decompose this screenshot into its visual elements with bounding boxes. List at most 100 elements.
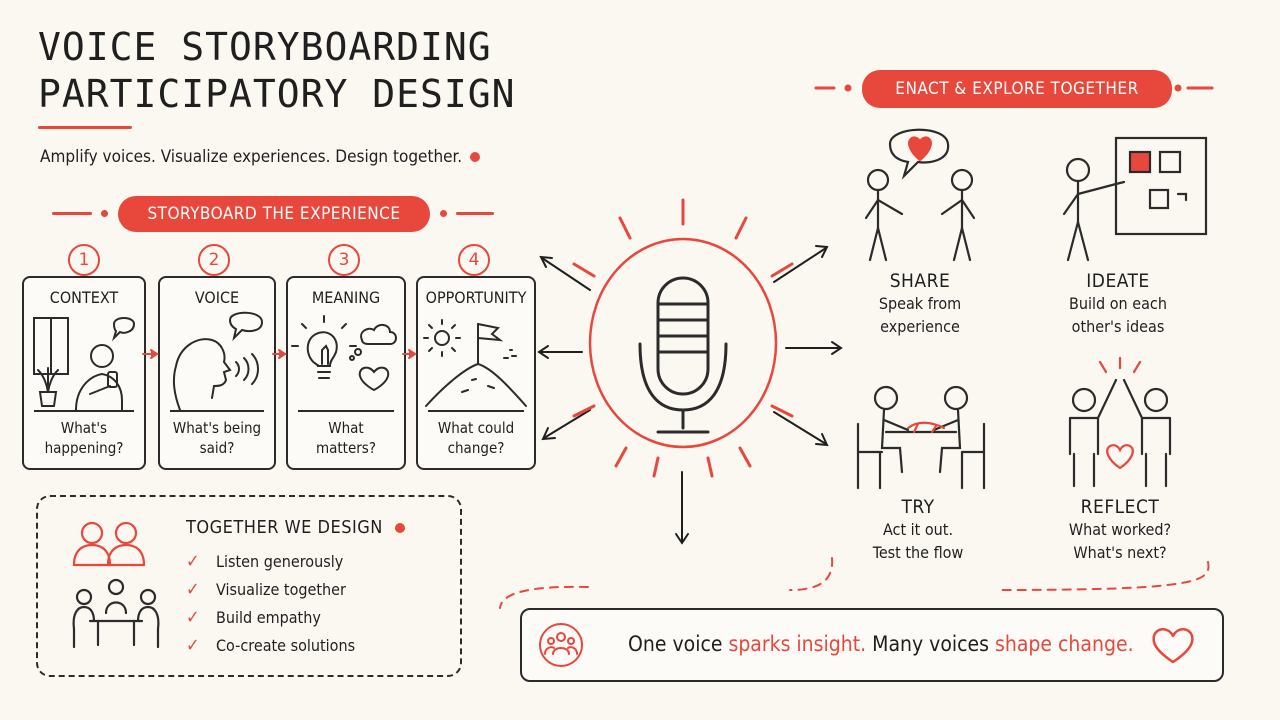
activity-reflect: REFLECT What worked? What's next? xyxy=(1040,496,1200,564)
panel-divider xyxy=(34,410,134,412)
panel-caption: What matters? xyxy=(288,418,404,458)
caption-line: What's xyxy=(60,419,108,437)
people-pair-icon xyxy=(72,521,146,567)
storyboard-panel-context: CONTEXT What's happening? xyxy=(22,276,146,470)
checklist-item: ✓ Co-create solutions xyxy=(186,631,355,659)
heart-icon xyxy=(1152,628,1194,664)
caption-line: What could xyxy=(437,419,515,437)
banner-dashed-connectors xyxy=(499,557,1210,609)
step-number-3: 3 xyxy=(328,244,360,276)
activity-desc: What worked? What's next? xyxy=(1040,518,1200,564)
desc-line: other's ideas xyxy=(1071,317,1165,336)
desc-line: What's next? xyxy=(1073,543,1167,562)
label-dot-left xyxy=(101,210,108,217)
storyboard-panel-meaning: MEANING What matters? xyxy=(286,276,406,470)
banner-highlight: sparks insight. xyxy=(728,632,867,656)
together-we-design-card: TOGETHER WE DESIGN ✓ Listen generously ✓ V… xyxy=(36,495,462,677)
banner-text-part: One voice xyxy=(628,632,729,656)
desc-line: Act it out. xyxy=(882,520,954,539)
checklist-text: Visualize together xyxy=(216,579,346,599)
high-five-icon xyxy=(1068,356,1172,488)
storyboard-label: STORYBOARD THE EXPERIENCE xyxy=(118,196,430,232)
activity-ideate: IDEATE Build on each other's ideas xyxy=(1038,270,1198,338)
enact-label-dots xyxy=(844,84,1182,92)
spark-lines xyxy=(1098,356,1142,374)
label-dash-left xyxy=(52,212,92,215)
caption-line: happening? xyxy=(44,439,124,457)
desc-line: What worked? xyxy=(1068,520,1172,539)
label-dash-right xyxy=(456,212,494,215)
caption-line: matters? xyxy=(315,439,377,457)
microphone-icon xyxy=(572,198,794,478)
check-icon: ✓ xyxy=(186,634,200,656)
panel-caption: What's happening? xyxy=(24,418,144,458)
checklist-text: Co-create solutions xyxy=(216,635,356,655)
caption-line: said? xyxy=(199,439,235,457)
checklist-item: ✓ Build empathy xyxy=(186,603,355,631)
step-number-2: 2 xyxy=(198,244,230,276)
panel-caption: What could change? xyxy=(418,418,534,458)
banner-message: One voice sparks insight. Many voices sh… xyxy=(628,632,1134,656)
banner-highlight: shape change. xyxy=(995,632,1134,656)
check-icon: ✓ xyxy=(186,550,200,572)
activity-desc: Build on each other's ideas xyxy=(1038,292,1198,338)
activity-title: TRY xyxy=(901,496,935,518)
group-meeting-icon xyxy=(72,521,160,649)
activity-title: IDEATE xyxy=(1086,270,1150,292)
caption-line: What xyxy=(328,419,364,437)
mic-ring xyxy=(588,237,778,449)
person-at-board-icon xyxy=(1062,136,1208,262)
people-at-table-icon xyxy=(856,385,986,490)
together-title-text: TOGETHER WE DESIGN xyxy=(186,517,383,538)
desc-line: Speak from xyxy=(878,294,962,313)
panel-divider xyxy=(298,410,394,412)
panel-title: VOICE xyxy=(194,288,240,307)
panel-title: CONTEXT xyxy=(49,288,119,307)
desc-line: Test the flow xyxy=(872,543,964,562)
panel-caption: What's being said? xyxy=(160,418,274,458)
accent-dot xyxy=(470,152,481,162)
mic-body xyxy=(638,276,728,434)
microphone-arrows xyxy=(537,245,843,545)
step-number-4: 4 xyxy=(458,244,490,276)
together-title: TOGETHER WE DESIGN xyxy=(186,517,405,538)
caption-line: change? xyxy=(447,439,505,457)
group-icon xyxy=(539,623,583,667)
lightbulb-icon xyxy=(291,315,397,392)
sun-rays xyxy=(572,198,794,478)
speaking-head-icon xyxy=(172,311,264,411)
panel-divider xyxy=(428,410,524,412)
label-dot-right xyxy=(440,210,447,217)
panel-divider xyxy=(170,410,264,412)
check-icon: ✓ xyxy=(186,606,200,628)
panel-title: OPPORTUNITY xyxy=(425,288,527,307)
together-checklist: ✓ Listen generously ✓ Visualize together ✓… xyxy=(186,547,355,659)
panel-arrows xyxy=(142,349,417,359)
step-number-1: 1 xyxy=(68,244,100,276)
activity-try: TRY Act it out. Test the flow xyxy=(838,496,998,564)
checklist-item: ✓ Visualize together xyxy=(186,575,355,603)
person-with-phone-icon xyxy=(33,317,136,411)
flag-on-hill-icon xyxy=(423,319,527,407)
activity-title: SHARE xyxy=(889,270,951,292)
caption-line: What's being xyxy=(172,419,262,437)
title-underline xyxy=(38,126,132,129)
activity-share: SHARE Speak from experience xyxy=(840,270,1000,338)
activity-title: REFLECT xyxy=(1080,496,1160,518)
title-line-2: PARTICIPATORY DESIGN xyxy=(38,72,516,116)
checklist-item: ✓ Listen generously xyxy=(186,547,355,575)
accent-dot xyxy=(394,523,405,533)
tagline: Amplify voices. Visualize experiences. D… xyxy=(40,147,481,167)
desc-line: experience xyxy=(880,317,960,336)
storyboard-panel-voice: VOICE What's being said? xyxy=(158,276,276,470)
desc-line: Build on each xyxy=(1069,294,1167,313)
checklist-text: Build empathy xyxy=(216,607,321,627)
banner-text-part: Many voices xyxy=(866,632,996,656)
check-icon: ✓ xyxy=(186,578,200,600)
checklist-text: Listen generously xyxy=(216,551,344,571)
page-title: VOICE STORYBOARDING PARTICIPATORY DESIGN xyxy=(38,24,516,118)
enact-label: ENACT & EXPLORE TOGETHER xyxy=(862,70,1172,108)
tagline-text: Amplify voices. Visualize experiences. D… xyxy=(40,147,463,167)
panel-title: MEANING xyxy=(311,288,381,307)
